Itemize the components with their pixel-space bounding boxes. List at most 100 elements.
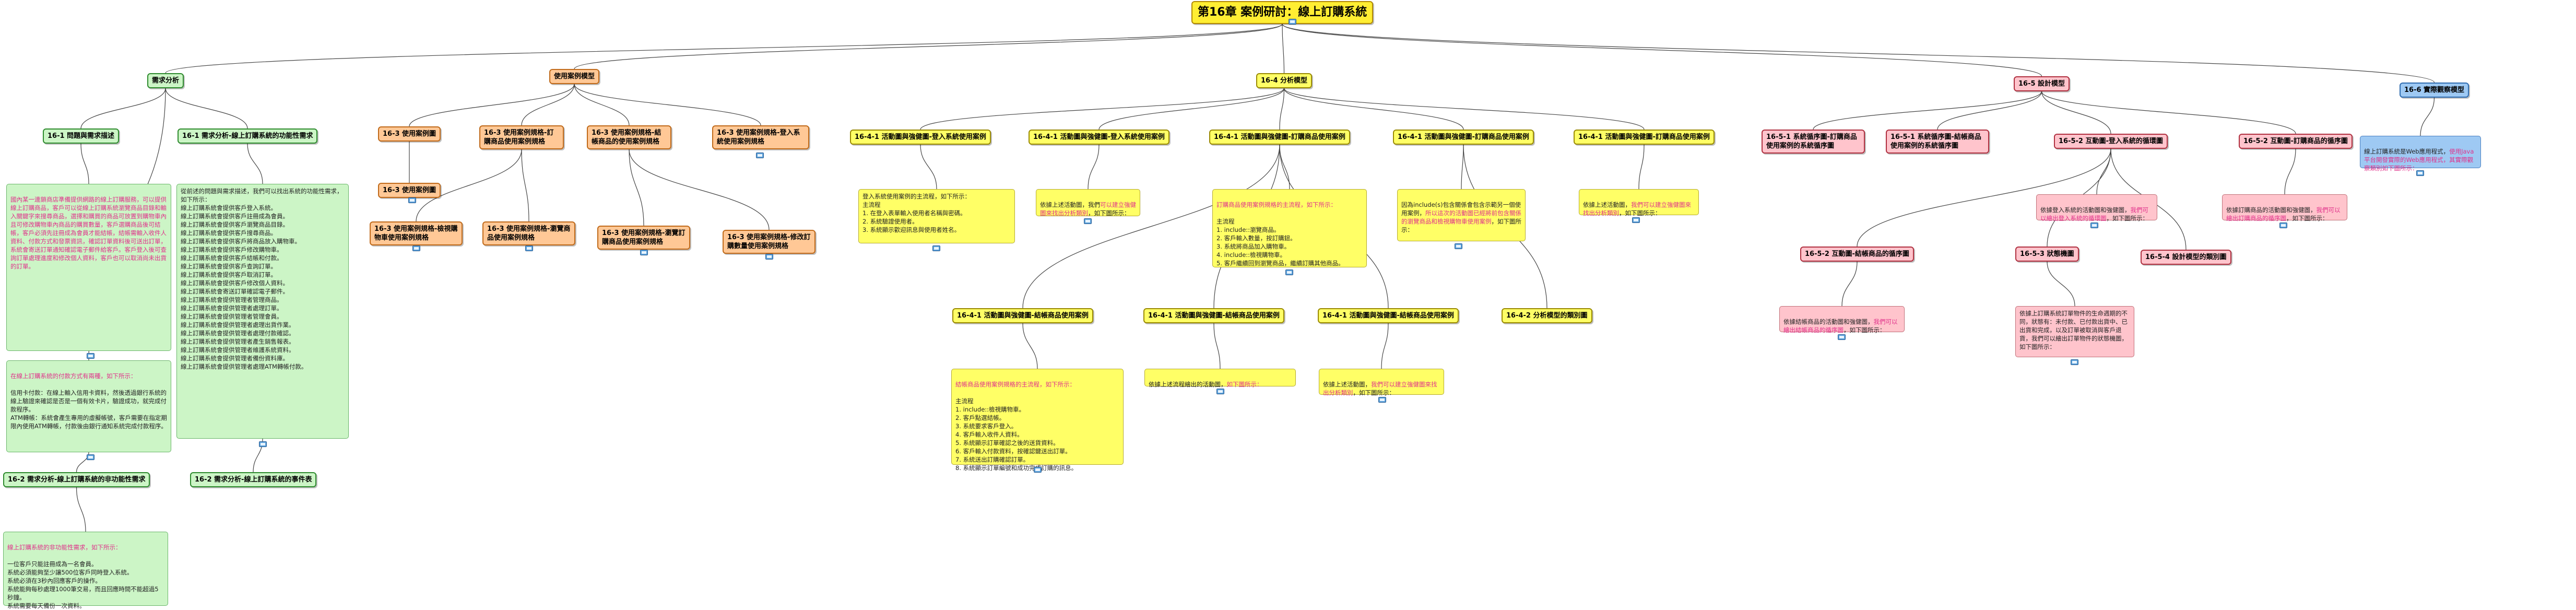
connector-line	[2096, 148, 2111, 195]
connector-line	[2041, 91, 2296, 134]
connector-line	[920, 88, 1285, 130]
connector-line	[76, 487, 86, 532]
design-state-note: 依據上訂購系統訂單物件的生命週期的不同，狀態有：未付款、已付款出貨中、已出貨和完…	[2015, 306, 2134, 357]
usecase-login-spec[interactable]: 16-3 使用案例規格-登入系統使用案例規格	[712, 125, 809, 149]
design-order-note: 依據訂購商品的活動圖和強健圖，我們可以繪出訂購商品的循序圖，如下圖所示：	[2222, 194, 2347, 222]
req-nonfunctional[interactable]: 16-2 需求分析-線上訂購系統的非功能性需求	[3, 472, 150, 487]
note-icon[interactable]	[1285, 269, 1293, 275]
note-text: 依據上述流程繪出的活動圖，	[1149, 381, 1227, 388]
connector-line	[1638, 144, 1645, 190]
note-icon[interactable]	[2416, 170, 2424, 176]
note-text: ，如下圖所示：	[1353, 389, 1396, 396]
root-topic[interactable]: 第16章 案例研討：線上訂購系統	[1191, 1, 1374, 24]
usecase-diagram[interactable]: 16-3 使用案例圖	[378, 126, 441, 142]
note-icon[interactable]	[2071, 359, 2078, 365]
design-order-ssd[interactable]: 16-5-1 系統循序圖-訂購商品使用案例的系統循序圖	[1762, 130, 1865, 154]
connector-line	[1381, 323, 1389, 369]
connector-line	[521, 84, 575, 126]
connector-line	[2284, 148, 2296, 195]
req-nonfunctional-note-title: 線上訂購系統的非功能性需求，如下所示：	[7, 544, 122, 551]
note-icon[interactable]	[259, 441, 267, 447]
usecase-modify-qty-spec[interactable]: 16-3 使用案例規格-修改訂購數量使用案例規格	[723, 230, 816, 254]
note-icon[interactable]	[932, 245, 940, 251]
impl-note: 線上訂購系統是Web應用程式，使用Java平台開發實際的Web應用程式，其實際觀…	[2360, 136, 2481, 172]
connector-line	[1098, 88, 1285, 130]
note-icon[interactable]	[1378, 397, 1386, 403]
req-functional[interactable]: 16-1 需求分析-線上訂購系統的功能性需求	[178, 128, 318, 144]
note-icon[interactable]	[640, 250, 648, 255]
note-icon[interactable]	[408, 197, 416, 203]
note-highlight: 我們可以建立強健圖來找出分析類別	[1323, 381, 1437, 396]
note-icon[interactable]	[1838, 334, 1846, 340]
note-text: 依據上述活動圖，	[1583, 201, 1631, 208]
usecase-order-spec[interactable]: 16-3 使用案例規格-訂購商品使用案例規格	[479, 125, 564, 149]
design-checkout-sequence[interactable]: 16-5-2 互動圖-結帳商品的循序圖	[1800, 247, 1914, 262]
req-payment-note-body: 信用卡付款：在線上輸入信用卡資料，然後透過銀行系統的線上驗證來確認是否是一個有效…	[10, 389, 167, 430]
note-text: 依據上述活動圖，我們	[1040, 201, 1100, 208]
design-order-sequence[interactable]: 16-5-2 互動圖-訂購商品的循序圖	[2239, 134, 2353, 149]
note-highlight: 訂購商品使用案例規格的主流程，如下所示：	[1216, 201, 1337, 208]
note-icon[interactable]	[765, 254, 773, 260]
design-class-diagram[interactable]: 16-5-4 設計模型的類別圖	[2141, 250, 2231, 265]
usecase-diagram-sub[interactable]: 16-3 使用案例圖	[378, 183, 441, 198]
note-text: 線上訂購系統是Web應用程式，	[2364, 148, 2450, 155]
design-login-interaction[interactable]: 16-5-2 互動圖-登入系統的循環圖	[2054, 134, 2168, 149]
connector-line	[521, 149, 529, 222]
req-problem-description[interactable]: 16-1 問題與需求描述	[43, 128, 120, 144]
note-icon[interactable]	[1632, 217, 1640, 223]
note-icon[interactable]	[87, 353, 94, 359]
analysis-checkout-robust-note: 依據上述活動圖，我們可以建立強健圖來找出分析類別，如下圖所示：	[1319, 369, 1444, 396]
design-state-machine[interactable]: 16-5-3 狀態機圖	[2015, 247, 2079, 262]
usecase-checkout-spec[interactable]: 16-3 使用案例規格-結帳商品的使用案例規格	[587, 125, 671, 149]
connector-line	[1841, 261, 1858, 307]
connector-line	[247, 143, 263, 184]
topic-usecase-model[interactable]: 使用案例模型	[549, 69, 600, 84]
note-icon[interactable]	[756, 152, 764, 158]
topic-implementation-model[interactable]: 16-6 實際觀察模型	[2400, 83, 2469, 98]
analysis-checkout-activity[interactable]: 16-4-1 活動圖與強健圖-結帳商品使用案例	[952, 308, 1093, 323]
design-checkout-note: 依據結帳商品的活動圖和強健圖，我們可以繪出結帳商品的循序圖，如下圖所示：	[1779, 306, 1905, 334]
usecase-browse-order-spec[interactable]: 16-3 使用案例規格-瀏覽訂購商品使用案例規格	[597, 226, 690, 250]
note-text: ，如下圖所示：	[1401, 218, 1521, 233]
note-icon[interactable]	[412, 245, 420, 251]
note-text: ，如下圖所示：	[1844, 326, 1886, 334]
note-icon[interactable]	[87, 454, 94, 460]
topic-analysis-model[interactable]: 16-4 分析模型	[1256, 73, 1313, 88]
analysis-order-activity[interactable]: 16-4-1 活動圖與強健圖-訂購商品使用案例	[1209, 130, 1350, 145]
note-icon[interactable]	[1084, 218, 1092, 224]
note-text: 主流程 1. include::瀏覽商品。 2. 客戶輸入數量，按訂購鈕。 3.…	[1216, 218, 1344, 267]
connector-line	[1283, 88, 1464, 130]
connector-line	[165, 88, 248, 129]
note-text: 依據訂購商品的活動圖和強健圖，	[2226, 206, 2317, 214]
topic-design-model[interactable]: 16-5 設計模型	[2014, 76, 2070, 91]
analysis-order-activity-2[interactable]: 16-4-1 活動圖與強健圖-訂購商品使用案例	[1393, 130, 1534, 145]
note-icon[interactable]	[1455, 243, 1462, 249]
connector-line	[1283, 88, 1645, 130]
note-highlight: 我們可以繪出登入系統的循環圖	[2040, 206, 2148, 222]
design-checkout-ssd[interactable]: 16-5-1 系統循序圖-結帳商品使用案例的系統循序圖	[1886, 130, 1989, 154]
note-icon[interactable]	[1034, 467, 1042, 473]
connector-line	[629, 149, 644, 226]
usecase-view-cart-spec[interactable]: 16-3 使用案例規格-檢視購物車使用案例規格	[370, 221, 463, 245]
req-problem-note: 國內某一連鎖商店準備提供網路的線上訂購服務，可以提供線上訂購商品，客戶可以從線上…	[6, 184, 171, 351]
note-icon[interactable]	[1216, 389, 1224, 394]
note-icon[interactable]	[2279, 222, 2287, 228]
note-text: 依據上述活動圖，	[1323, 381, 1371, 388]
analysis-checkout-robustness[interactable]: 16-4-1 活動圖與強健圖-結帳商品使用案例	[1318, 308, 1459, 323]
note-icon[interactable]	[1289, 19, 1296, 25]
note-icon[interactable]	[2090, 222, 2098, 228]
usecase-browse-spec[interactable]: 16-3 使用案例規格-瀏覽商品使用案例規格	[482, 221, 575, 245]
analysis-class-diagram[interactable]: 16-4-2 分析模型的類別圖	[1502, 308, 1592, 323]
note-highlight: 如下圖所示：	[1226, 381, 1263, 388]
topic-requirements[interactable]: 需求分析	[147, 73, 184, 88]
connector-line	[409, 84, 575, 127]
analysis-login-robustness[interactable]: 16-4-1 活動圖與強健圖-登入系統使用案例	[1029, 130, 1169, 145]
analysis-login-activity[interactable]: 16-4-1 活動圖與強健圖-登入系統使用案例	[850, 130, 991, 145]
analysis-checkout-activity-2[interactable]: 16-4-1 活動圖與強健圖-結帳商品使用案例	[1143, 308, 1284, 323]
note-highlight: 使用Java平台開發實際的Web應用程式，其實際觀察類別如下圖所示：	[2364, 148, 2474, 172]
note-icon[interactable]	[525, 245, 533, 251]
connector-line	[1279, 88, 1285, 130]
req-event-table[interactable]: 16-2 需求分析-線上訂購系統的事件表	[190, 472, 317, 487]
analysis-order-robustness[interactable]: 16-4-1 活動圖與強健圖-訂購商品使用案例	[1574, 130, 1715, 145]
